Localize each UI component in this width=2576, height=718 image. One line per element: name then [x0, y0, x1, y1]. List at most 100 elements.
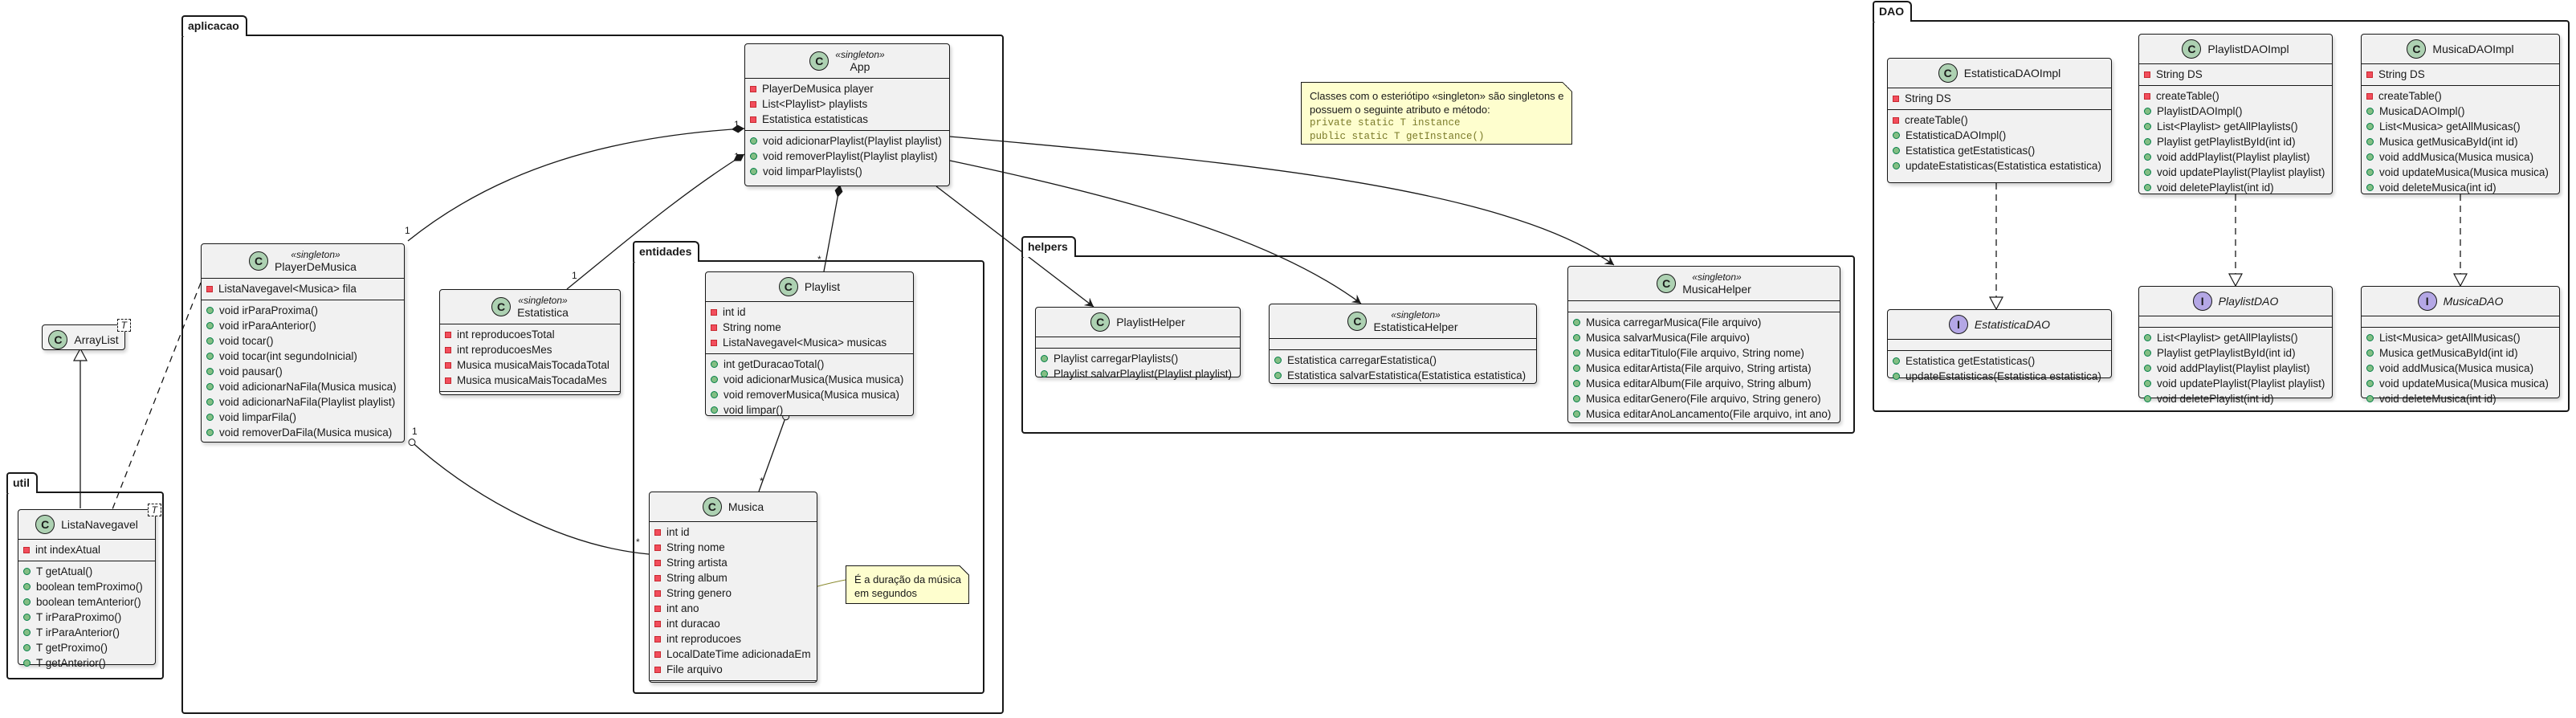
musica-field-text: String genero	[666, 587, 732, 599]
public-marker-icon	[2366, 365, 2374, 372]
musicadaoimpl-method-row-2: Musica getMusicaById(int id)	[2366, 134, 2554, 149]
musica-field-row-3: String album	[654, 570, 812, 585]
player-header: C«singleton»PlayerDeMusica	[202, 244, 404, 278]
playlisthelper-header-text: PlaylistHelper	[1116, 316, 1185, 328]
playlisthelper-method-row-1: Playlist salvarPlaylist(Playlist playlis…	[1041, 366, 1235, 381]
lista-field-row-0: int indexAtual	[23, 542, 150, 557]
musicadaoimpl-privmethod-row-0: createTable()	[2366, 88, 2554, 104]
lista-method-row-1: boolean temProximo()	[23, 579, 150, 594]
musicahelper-method-text: Musica carregarMusica(File arquivo)	[1586, 316, 1762, 328]
musica-field-row-9: File arquivo	[654, 662, 812, 677]
public-marker-icon	[711, 406, 718, 414]
app-method-row-1: void removerPlaylist(Playlist playlist)	[750, 149, 944, 164]
public-marker-icon	[1893, 373, 1900, 380]
musicahelper-method-text: Musica editarAlbum(File arquivo, String …	[1586, 377, 1812, 390]
musica-field-row-2: String artista	[654, 555, 812, 570]
estatisticahelper-header-text: «singleton»EstatisticaHelper	[1373, 309, 1457, 333]
estatisticadaoimpl-method-row-2: updateEstatisticas(Estatistica estatisti…	[1893, 158, 2106, 173]
lista-method-row-5: T getProximo()	[23, 640, 150, 655]
player-method-text: void tocar(int segundoInicial)	[219, 350, 357, 362]
app-field-text: List<Playlist> playlists	[762, 98, 868, 110]
arraylist-header-text: ArrayList	[74, 333, 118, 346]
estatistica-stereotype: «singleton»	[518, 295, 568, 306]
public-marker-icon	[2366, 184, 2374, 191]
playlisthelper-method-text: Playlist carregarPlaylists()	[1054, 353, 1179, 365]
musicahelper-method-row-4: Musica editarAlbum(File arquivo, String …	[1573, 376, 1835, 391]
playlistdaoimpl-method-row-3: void addPlaylist(Playlist playlist)	[2144, 149, 2327, 165]
playlist-field-row-0: int id	[711, 304, 908, 320]
musica-field-row-6: int duracao	[654, 616, 812, 631]
private-marker-icon	[750, 85, 756, 92]
public-marker-icon	[750, 153, 757, 160]
playlist-header: C Playlist	[706, 272, 913, 301]
package-aplicacao: aplicacao	[181, 15, 1004, 714]
estatisticadao-header-text: EstatisticaDAO	[1975, 318, 2050, 331]
musicahelper-header: C«singleton»MusicaHelper	[1568, 267, 1840, 300]
class-icon: C	[778, 277, 798, 296]
musicadaoimpl-privmethod-text: createTable()	[2378, 90, 2442, 102]
player-app-composition	[407, 124, 745, 242]
estatisticadaoimpl-name: EstatisticaDAOImpl	[1963, 67, 2061, 80]
estatistica-field-text: Musica musicaMaisTocadaTotal	[457, 359, 609, 371]
player-method-text: void pausar()	[219, 365, 283, 377]
playlistdao-method-text: List<Playlist> getAllPlaylists()	[2157, 332, 2298, 344]
playlist-method-row-0: int getDuracaoTotal()	[711, 357, 908, 372]
class-estatistica[interactable]: C«singleton»Estatistica int reproducoesTo…	[439, 289, 621, 395]
private-marker-icon	[206, 285, 213, 292]
player-method-text: void removerDaFila(Musica musica)	[219, 426, 393, 439]
musicadaoimpl-method-row-3: void addMusica(Musica musica)	[2366, 149, 2554, 165]
estatistica-field-text: int reproducoesTotal	[457, 328, 555, 341]
musicahelper-method-row-1: Musica salvarMusica(File arquivo)	[1573, 330, 1835, 345]
package-entidades-label: entidades	[633, 241, 700, 262]
estatisticadaoimpl-method-text: Estatistica getEstatisticas()	[1906, 145, 2036, 157]
estatistica-header: C«singleton»Estatistica	[440, 290, 620, 324]
player-header-text: «singleton»PlayerDeMusica	[275, 249, 357, 273]
app-estatisticahelper-arrow	[949, 160, 1362, 304]
player-method-row-2: void tocar()	[206, 333, 399, 349]
app-methods: void adicionarPlaylist(Playlist playlist…	[745, 130, 949, 182]
playlisthelper-method-text: Playlist salvarPlaylist(Playlist playlis…	[1054, 368, 1233, 380]
playlist-method-text: int getDuracaoTotal()	[723, 358, 825, 370]
musicadao-method-text: Musica getMusicaById(int id)	[2379, 347, 2518, 359]
playlist-method-text: void adicionarMusica(Musica musica)	[723, 373, 904, 386]
player-method-row-4: void pausar()	[206, 364, 399, 379]
public-marker-icon	[2144, 138, 2151, 145]
mult-app-player: 1	[734, 119, 740, 130]
musicadao-method-text: void updateMusica(Musica musica)	[2379, 377, 2549, 390]
package-dao: DAO	[1873, 1, 2570, 412]
estatisticahelper-header: C «singleton»EstatisticaHelper	[1270, 304, 1536, 338]
estatisticahelper-method-row-1: Estatistica salvarEstatistica(Estatistic…	[1274, 368, 1531, 383]
lista-method-text: boolean temProximo()	[36, 581, 143, 593]
playlist-header-text: Playlist	[805, 280, 840, 293]
estatisticadaoimpl-field-row-0: String DS	[1893, 91, 2106, 106]
public-marker-icon	[206, 337, 214, 345]
mult-player-musica: 1	[412, 426, 418, 437]
class-icon: C	[1347, 312, 1367, 331]
lista-method-row-0: T getAtual()	[23, 564, 150, 579]
player-method-text: void tocar()	[219, 335, 274, 347]
playlistdaoimpl-method-row-0: PlaylistDAOImpl()	[2144, 104, 2327, 119]
musica-field-text: String album	[666, 572, 728, 584]
estatisticadaoimpl-methods: createTable()EstatisticaDAOImpl()Estatis…	[1888, 109, 2111, 177]
public-marker-icon	[206, 307, 214, 314]
public-marker-icon	[2366, 138, 2374, 145]
playlistdao-method-row-0: List<Playlist> getAllPlaylists()	[2144, 330, 2327, 345]
